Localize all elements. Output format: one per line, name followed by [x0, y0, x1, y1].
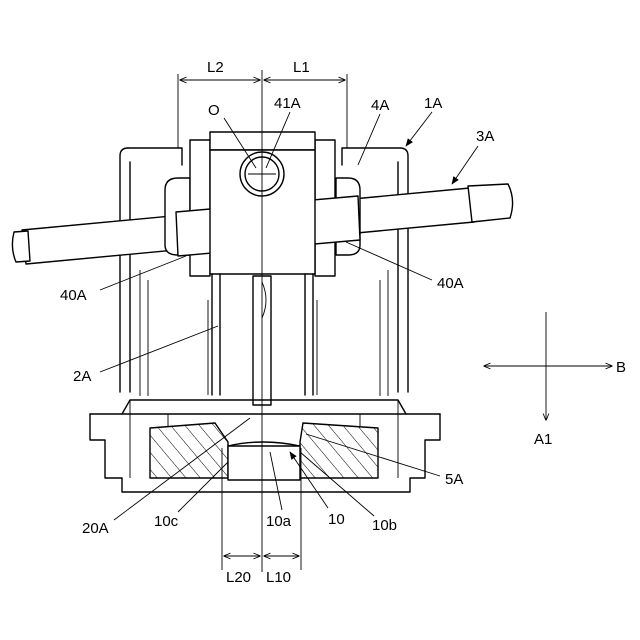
label-40A-left: 40A [60, 287, 87, 304]
label-5A: 5A [445, 471, 463, 488]
label-10b: 10b [372, 517, 397, 534]
label-1A: 1A [424, 95, 442, 112]
label-10a: 10a [266, 513, 292, 530]
label-20A: 20A [82, 520, 109, 537]
label-4A: 4A [371, 97, 389, 114]
label-41A: 41A [274, 95, 301, 112]
label-10: 10 [328, 511, 345, 528]
reference-labels: L2 L1 O 41A 4A 1A 3A 40A 40A 2A B A1 5A … [60, 59, 626, 586]
label-L20: L20 [226, 569, 251, 586]
base-5A [90, 400, 440, 492]
label-L10: L10 [266, 569, 291, 586]
label-40A-right: 40A [437, 275, 464, 292]
label-L2: L2 [207, 59, 224, 76]
label-10c: 10c [154, 513, 179, 530]
yoke-4A [165, 132, 360, 276]
direction-arrows [484, 312, 612, 420]
label-B: B [616, 359, 626, 376]
stem-2A [208, 274, 317, 405]
label-2A: 2A [73, 368, 91, 385]
label-3A: 3A [476, 128, 494, 145]
label-A1: A1 [534, 431, 552, 448]
label-O: O [208, 102, 220, 119]
label-L1: L1 [293, 59, 310, 76]
